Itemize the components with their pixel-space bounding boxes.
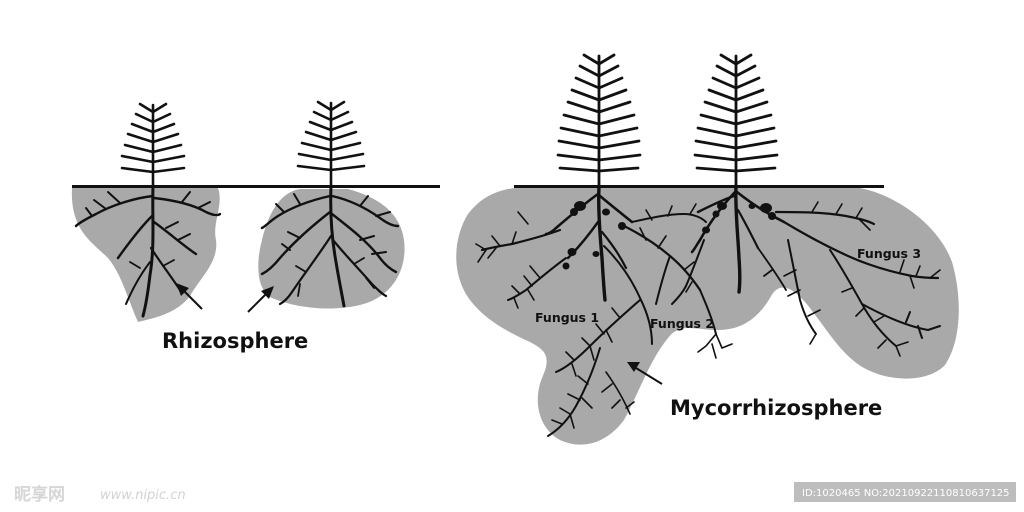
arrow-rhizosphere-right (247, 286, 274, 313)
roots-plant-4 (690, 184, 786, 294)
roots-plant-2 (260, 184, 400, 308)
mycorrhizosphere-zone (456, 188, 959, 445)
mycorrhizosphere-label: Mycorrhizosphere (670, 396, 882, 420)
fungus-2-label: Fungus 2 (650, 316, 714, 331)
id-bar (794, 482, 1016, 502)
fungus-2-hyphae (622, 203, 733, 359)
seedling-shoot-1 (120, 102, 186, 188)
arrow-mycorrhizosphere (627, 362, 663, 385)
rhizosphere-label: Rhizosphere (162, 329, 308, 353)
fungus-3-label: Fungus 3 (857, 246, 921, 261)
watermark-logo-text: 昵享网 (14, 484, 65, 505)
image-id-text: ID:1020465 NO:20210922110810637125 (802, 488, 1010, 499)
watermark-url: www.nipic.cn (100, 488, 186, 503)
fungus-1-label: Fungus 1 (535, 310, 599, 325)
fungus-nodules (562, 201, 776, 270)
fungus-1-hyphae (475, 211, 653, 437)
seedling-shoot-2 (296, 100, 366, 188)
seedling-shoot-3 (556, 53, 642, 188)
fungus-3-hyphae (757, 201, 941, 357)
arrow-rhizosphere-left (176, 283, 203, 310)
seedling-shoot-4 (693, 53, 779, 188)
